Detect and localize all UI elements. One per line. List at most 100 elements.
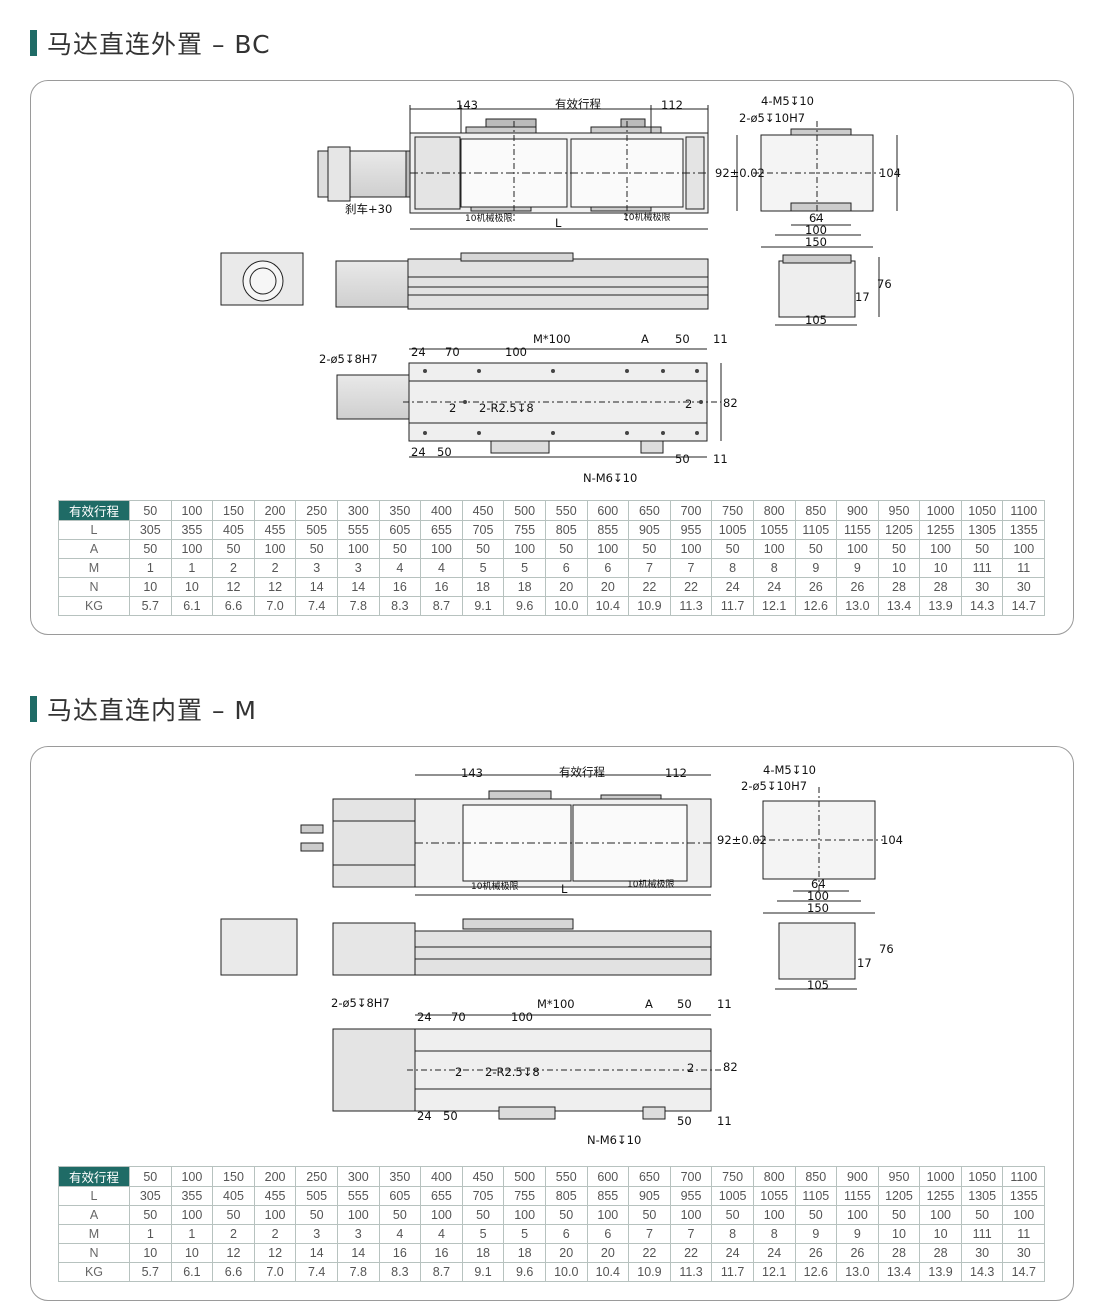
table-cell: 50 [628,539,671,559]
dim-105: 105 [807,978,829,992]
title-accent-bar [30,696,37,722]
table-cell: 10.9 [628,596,671,616]
table-cell: 1055 [752,520,796,540]
table-cell: 805 [544,1186,588,1206]
module-top-view [300,774,712,896]
dim-limit-left: 10机械极限 [465,212,512,224]
table-cell: 12.6 [794,1262,838,1282]
stroke-value-cell: 950 [877,500,921,521]
table-cell: 8.7 [420,596,463,616]
table-cell: 14.7 [1002,596,1046,616]
table-cell: 22 [669,577,713,597]
table-cell: 14.7 [1002,1262,1046,1282]
stroke-value-cell: 250 [295,500,338,521]
stroke-value-cell: 400 [420,500,463,521]
table-cell: 20 [586,1243,630,1263]
table-cell: 10 [919,558,962,578]
dim-104: 104 [881,833,903,847]
table-cell: 6 [544,1224,588,1244]
table-cell: 12.1 [752,596,796,616]
table-cell: 100 [336,1205,380,1225]
dim-100-bottom: 100 [505,345,527,359]
table-cell: 100 [752,539,796,559]
table-cell: 16 [420,1243,463,1263]
table-cell: 13.9 [919,596,962,616]
table-cell: 4 [378,558,422,578]
table-cell: 355 [170,1186,214,1206]
table-cell: 10.0 [544,596,588,616]
row-label-cell: N [58,577,130,597]
dim-pin: 2-ø5↧10H7 [741,779,807,793]
motor-top-view [317,146,411,202]
table-cell: 2 [212,1224,255,1244]
dim-104: 104 [879,166,901,180]
table-cell: 855 [586,1186,630,1206]
module-bottom-view [336,348,722,458]
dim-76: 76 [879,942,894,956]
table-cell: 16 [420,577,463,597]
table-cell: 455 [253,520,297,540]
row-label-cell: N [58,1243,130,1263]
table-cell: 10 [170,1243,214,1263]
dim-70: 70 [445,345,460,359]
table-cell: 555 [336,1186,380,1206]
table-cell: 805 [544,520,588,540]
dim-stroke: 有效行程 [555,97,601,111]
table-cell: 6.6 [212,596,255,616]
table-cell: 6 [544,558,588,578]
table-cell: 50 [794,539,838,559]
stroke-value-cell: 200 [253,500,297,521]
stroke-value-cell: 950 [877,1166,921,1187]
table-cell: 100 [1002,1205,1046,1225]
stroke-value-cell: 800 [752,500,796,521]
table-cell: 1155 [836,1186,879,1206]
dim-r25: 2-R2.5↧8 [485,1065,540,1079]
table-cell: 50 [129,539,172,559]
table-cell: 1205 [877,520,921,540]
table-cell: 8.7 [420,1262,463,1282]
table-cell: 605 [378,520,422,540]
stroke-value-cell: 300 [336,500,380,521]
table-cell: 2 [253,558,297,578]
table-cell: 50 [295,539,338,559]
stroke-value-cell: 350 [378,1166,422,1187]
stroke-value-cell: 500 [503,500,546,521]
table-cell: 1255 [919,1186,962,1206]
table-cell: 11 [1002,1224,1046,1244]
table-cell: 8 [752,1224,796,1244]
row-label-cell: A [58,539,130,559]
stroke-value-cell: 450 [461,1166,505,1187]
stroke-value-cell: 550 [544,500,588,521]
dim-limit-right: 10机械极限 [623,211,670,223]
table-cell: 50 [378,539,422,559]
table-cell: 755 [503,520,546,540]
table-cell: 50 [877,1205,921,1225]
table-cell: 1005 [711,520,754,540]
table-cell: 9.6 [503,1262,546,1282]
row-label-cell: KG [58,1262,130,1282]
table-cell: 100 [420,1205,463,1225]
dim-24-bottom: 24 [411,445,426,459]
dim-17: 17 [855,290,870,304]
stroke-value-cell: 50 [129,1166,172,1187]
table-cell: 3 [336,1224,380,1244]
table-cell: 10 [129,577,172,597]
stroke-value-cell: 1100 [1002,500,1046,521]
dim-r25: 2-R2.5↧8 [479,401,534,415]
dim-50-top: 50 [675,332,690,346]
dim-64: 64 [809,211,824,225]
table-cell: 5 [461,558,505,578]
table-cell: 26 [836,1243,879,1263]
table-cell: 50 [544,1205,588,1225]
dim-112: 112 [661,98,683,112]
table-cell: 50 [877,539,921,559]
table-cell: 7 [669,558,713,578]
table-cell: 4 [378,1224,422,1244]
table-cell: 905 [628,1186,671,1206]
table-cell: 14.3 [960,1262,1004,1282]
stroke-header-cell: 有效行程 [58,1166,130,1187]
table-cell: 14 [295,1243,338,1263]
